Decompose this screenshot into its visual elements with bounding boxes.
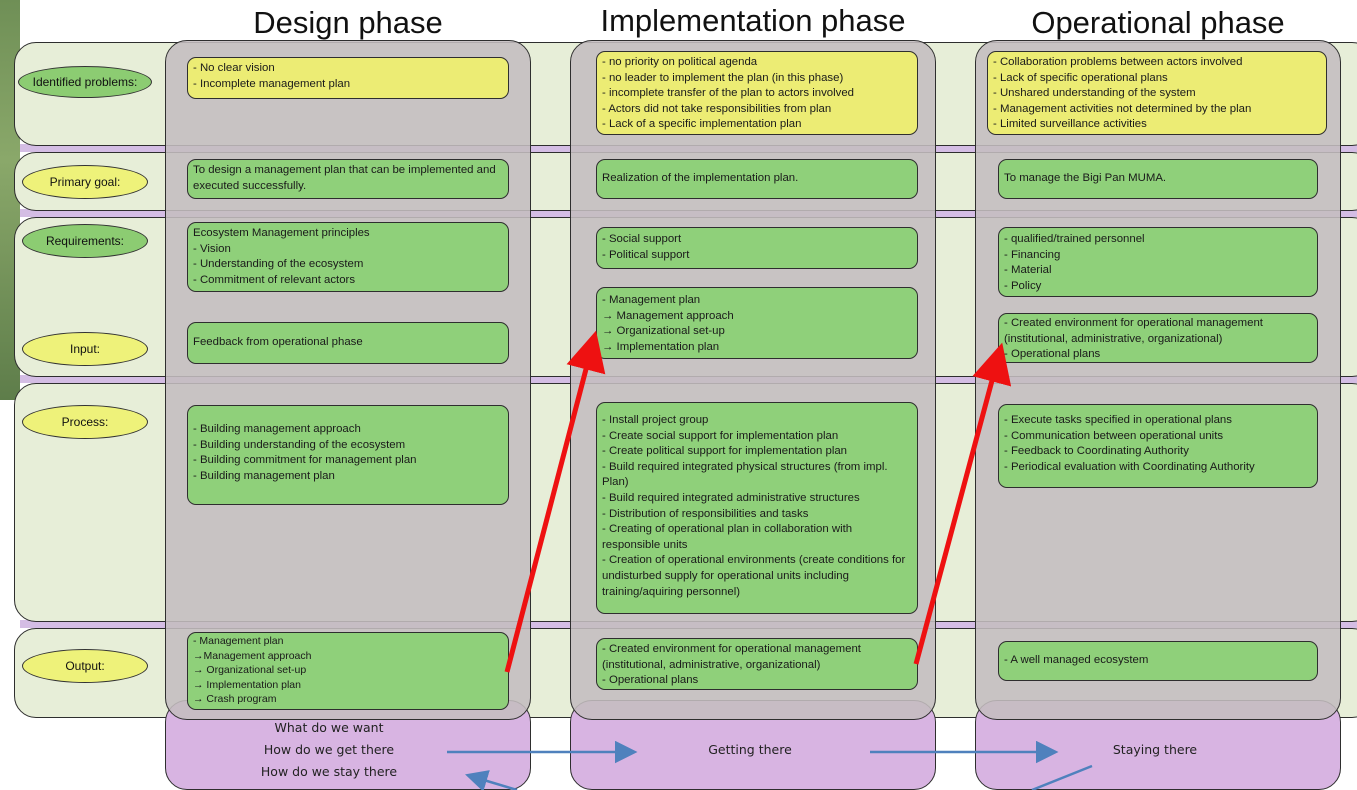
- design-process-box: - Building management approach - Buildin…: [187, 405, 509, 505]
- operational-problem-item: - Limited surveillance activities: [993, 118, 1147, 131]
- operational-problem-item: - Management activities not determined b…: [993, 102, 1252, 115]
- operational-process-item: - Feedback to Coordinating Authority: [1004, 445, 1189, 458]
- label-primary-goal: Primary goal:: [22, 165, 148, 199]
- label-output: Output:: [22, 649, 148, 683]
- operational-input-box: - Created environment for operational ma…: [998, 313, 1318, 363]
- phase-title-operational: Operational phase: [1031, 5, 1285, 40]
- design-process-item: - Building commitment for management pla…: [193, 454, 417, 467]
- implementation-process-item: - Creating of operational plan in collab…: [602, 523, 853, 551]
- implementation-process-item: - Creation of operational environments (…: [602, 554, 906, 598]
- design-input-text: Feedback from operational phase: [193, 336, 363, 349]
- implementation-input-box: - Management plan → Management approach …: [596, 287, 918, 359]
- implementation-process-box: - Install project group - Create social …: [596, 402, 918, 614]
- label-identified-problems: Identified problems:: [18, 66, 152, 98]
- column-operational: [975, 40, 1341, 720]
- implementation-requirements-box: - Social support - Political support: [596, 227, 918, 269]
- implementation-output-box: - Created environment for operational ma…: [596, 638, 918, 690]
- design-process-item: - Building understanding of the ecosyste…: [193, 438, 406, 451]
- design-requirements-box: Ecosystem Management principles - Vision…: [187, 222, 509, 292]
- design-process-item: - Building management plan: [193, 469, 335, 482]
- implementation-problem-item: - Lack of a specific implementation plan: [602, 118, 802, 131]
- implementation-input-item: - Management plan: [602, 294, 701, 306]
- implementation-problem-item: - Actors did not take responsibilities f…: [602, 102, 832, 115]
- implementation-input-item: → Organizational set-up: [602, 325, 725, 338]
- design-output-item: - Management plan: [193, 635, 284, 647]
- implementation-process-item: - Install project group: [602, 414, 709, 426]
- label-process: Process:: [22, 405, 148, 439]
- red-arrow-implementation-to-operational: [913, 342, 1012, 665]
- footer-design-line: What do we want: [274, 720, 384, 735]
- operational-goal-text: To manage the Bigi Pan MUMA.: [1004, 172, 1167, 185]
- implementation-goal-text: Realization of the implementation plan.: [602, 172, 799, 185]
- footer-operational-text: Staying there: [1112, 742, 1198, 757]
- footer-design-line: How do we get there: [263, 742, 395, 757]
- operational-process-item: - Communication between operational unit…: [1004, 429, 1224, 442]
- operational-process-box: - Execute tasks specified in operational…: [998, 404, 1318, 488]
- implementation-output-item: - Created environment for operational ma…: [602, 643, 861, 671]
- design-process-item: - Building management approach: [193, 423, 361, 435]
- operational-process-item: - Execute tasks specified in operational…: [1004, 414, 1232, 426]
- operational-requirement-item: - Material: [1004, 264, 1052, 277]
- design-problems-box: - No clear vision - Incomplete managemen…: [187, 57, 509, 99]
- operational-output-box: - A well managed ecosystem: [998, 641, 1318, 681]
- design-output-item: → Implementation plan: [193, 678, 301, 691]
- implementation-input-item: → Implementation plan: [602, 340, 720, 353]
- column-design: [165, 40, 531, 720]
- implementation-output-item: - Operational plans: [602, 674, 699, 687]
- footer-design-line: How do we stay there: [260, 764, 398, 779]
- red-arrow-design-to-implementation: [504, 330, 606, 673]
- blue-arrow-feedback-loop: [465, 770, 518, 790]
- implementation-process-item: - Create political support for implement…: [602, 445, 848, 458]
- operational-process-item: - Periodical evaluation with Coordinatin…: [1004, 460, 1255, 473]
- implementation-process-item: - Distribution of responsibilities and t…: [602, 507, 809, 520]
- design-requirement-item: - Commitment of relevant actors: [193, 273, 356, 286]
- design-output-item: → Organizational set-up: [193, 664, 307, 676]
- design-input-box: Feedback from operational phase: [187, 322, 509, 364]
- design-problem-item: - No clear vision: [193, 62, 275, 74]
- operational-requirement-item: - Financing: [1004, 248, 1061, 261]
- label-requirements: Requirements:: [22, 224, 148, 258]
- operational-requirement-item: - Policy: [1004, 279, 1042, 292]
- implementation-problem-item: - no priority on political agenda: [602, 56, 758, 68]
- operational-problem-item: - Unshared understanding of the system: [993, 87, 1196, 100]
- blue-line-feedback-loop: [1031, 764, 1093, 790]
- implementation-requirement-item: - Social support: [602, 233, 682, 245]
- implementation-process-item: - Create social support for implementati…: [602, 429, 839, 442]
- implementation-process-item: - Build required integrated administrati…: [602, 491, 860, 504]
- design-requirement-item: Ecosystem Management principles: [193, 227, 370, 239]
- design-goal-text: To design a management plan that can be …: [193, 164, 496, 192]
- operational-problems-box: - Collaboration problems between actors …: [987, 51, 1327, 135]
- operational-problem-item: - Lack of specific operational plans: [993, 71, 1168, 84]
- implementation-input-item: → Management approach: [602, 309, 734, 322]
- operational-goal-box: To manage the Bigi Pan MUMA.: [998, 159, 1318, 199]
- operational-output-text: - A well managed ecosystem: [1004, 654, 1149, 667]
- implementation-problem-item: - no leader to implement the plan (in th…: [602, 71, 844, 84]
- design-problem-item: - Incomplete management plan: [193, 77, 351, 90]
- implementation-goal-box: Realization of the implementation plan.: [596, 159, 918, 199]
- design-output-item: → Crash program: [193, 693, 277, 705]
- operational-problem-item: - Collaboration problems between actors …: [993, 56, 1243, 68]
- implementation-requirement-item: - Political support: [602, 248, 690, 261]
- label-input: Input:: [22, 332, 148, 366]
- operational-requirements-box: - qualified/trained personnel - Financin…: [998, 227, 1318, 297]
- operational-input-item: - Created environment for operational ma…: [1004, 317, 1263, 345]
- phase-title-design: Design phase: [253, 5, 443, 40]
- design-goal-box: To design a management plan that can be …: [187, 159, 509, 199]
- design-output-item: →Management approach: [193, 649, 312, 662]
- implementation-process-item: - Build required integrated physical str…: [602, 460, 888, 489]
- phase-title-implementation: Implementation phase: [600, 3, 906, 38]
- implementation-problem-item: - incomplete transfer of the plan to act…: [602, 87, 854, 100]
- operational-requirement-item: - qualified/trained personnel: [1004, 233, 1145, 245]
- design-requirement-item: - Vision: [193, 242, 231, 255]
- design-requirement-item: - Understanding of the ecosystem: [193, 258, 364, 271]
- footer-implementation-text: Getting there: [708, 742, 792, 757]
- operational-input-item: - Operational plans: [1004, 348, 1101, 361]
- implementation-problems-box: - no priority on political agenda - no l…: [596, 51, 918, 135]
